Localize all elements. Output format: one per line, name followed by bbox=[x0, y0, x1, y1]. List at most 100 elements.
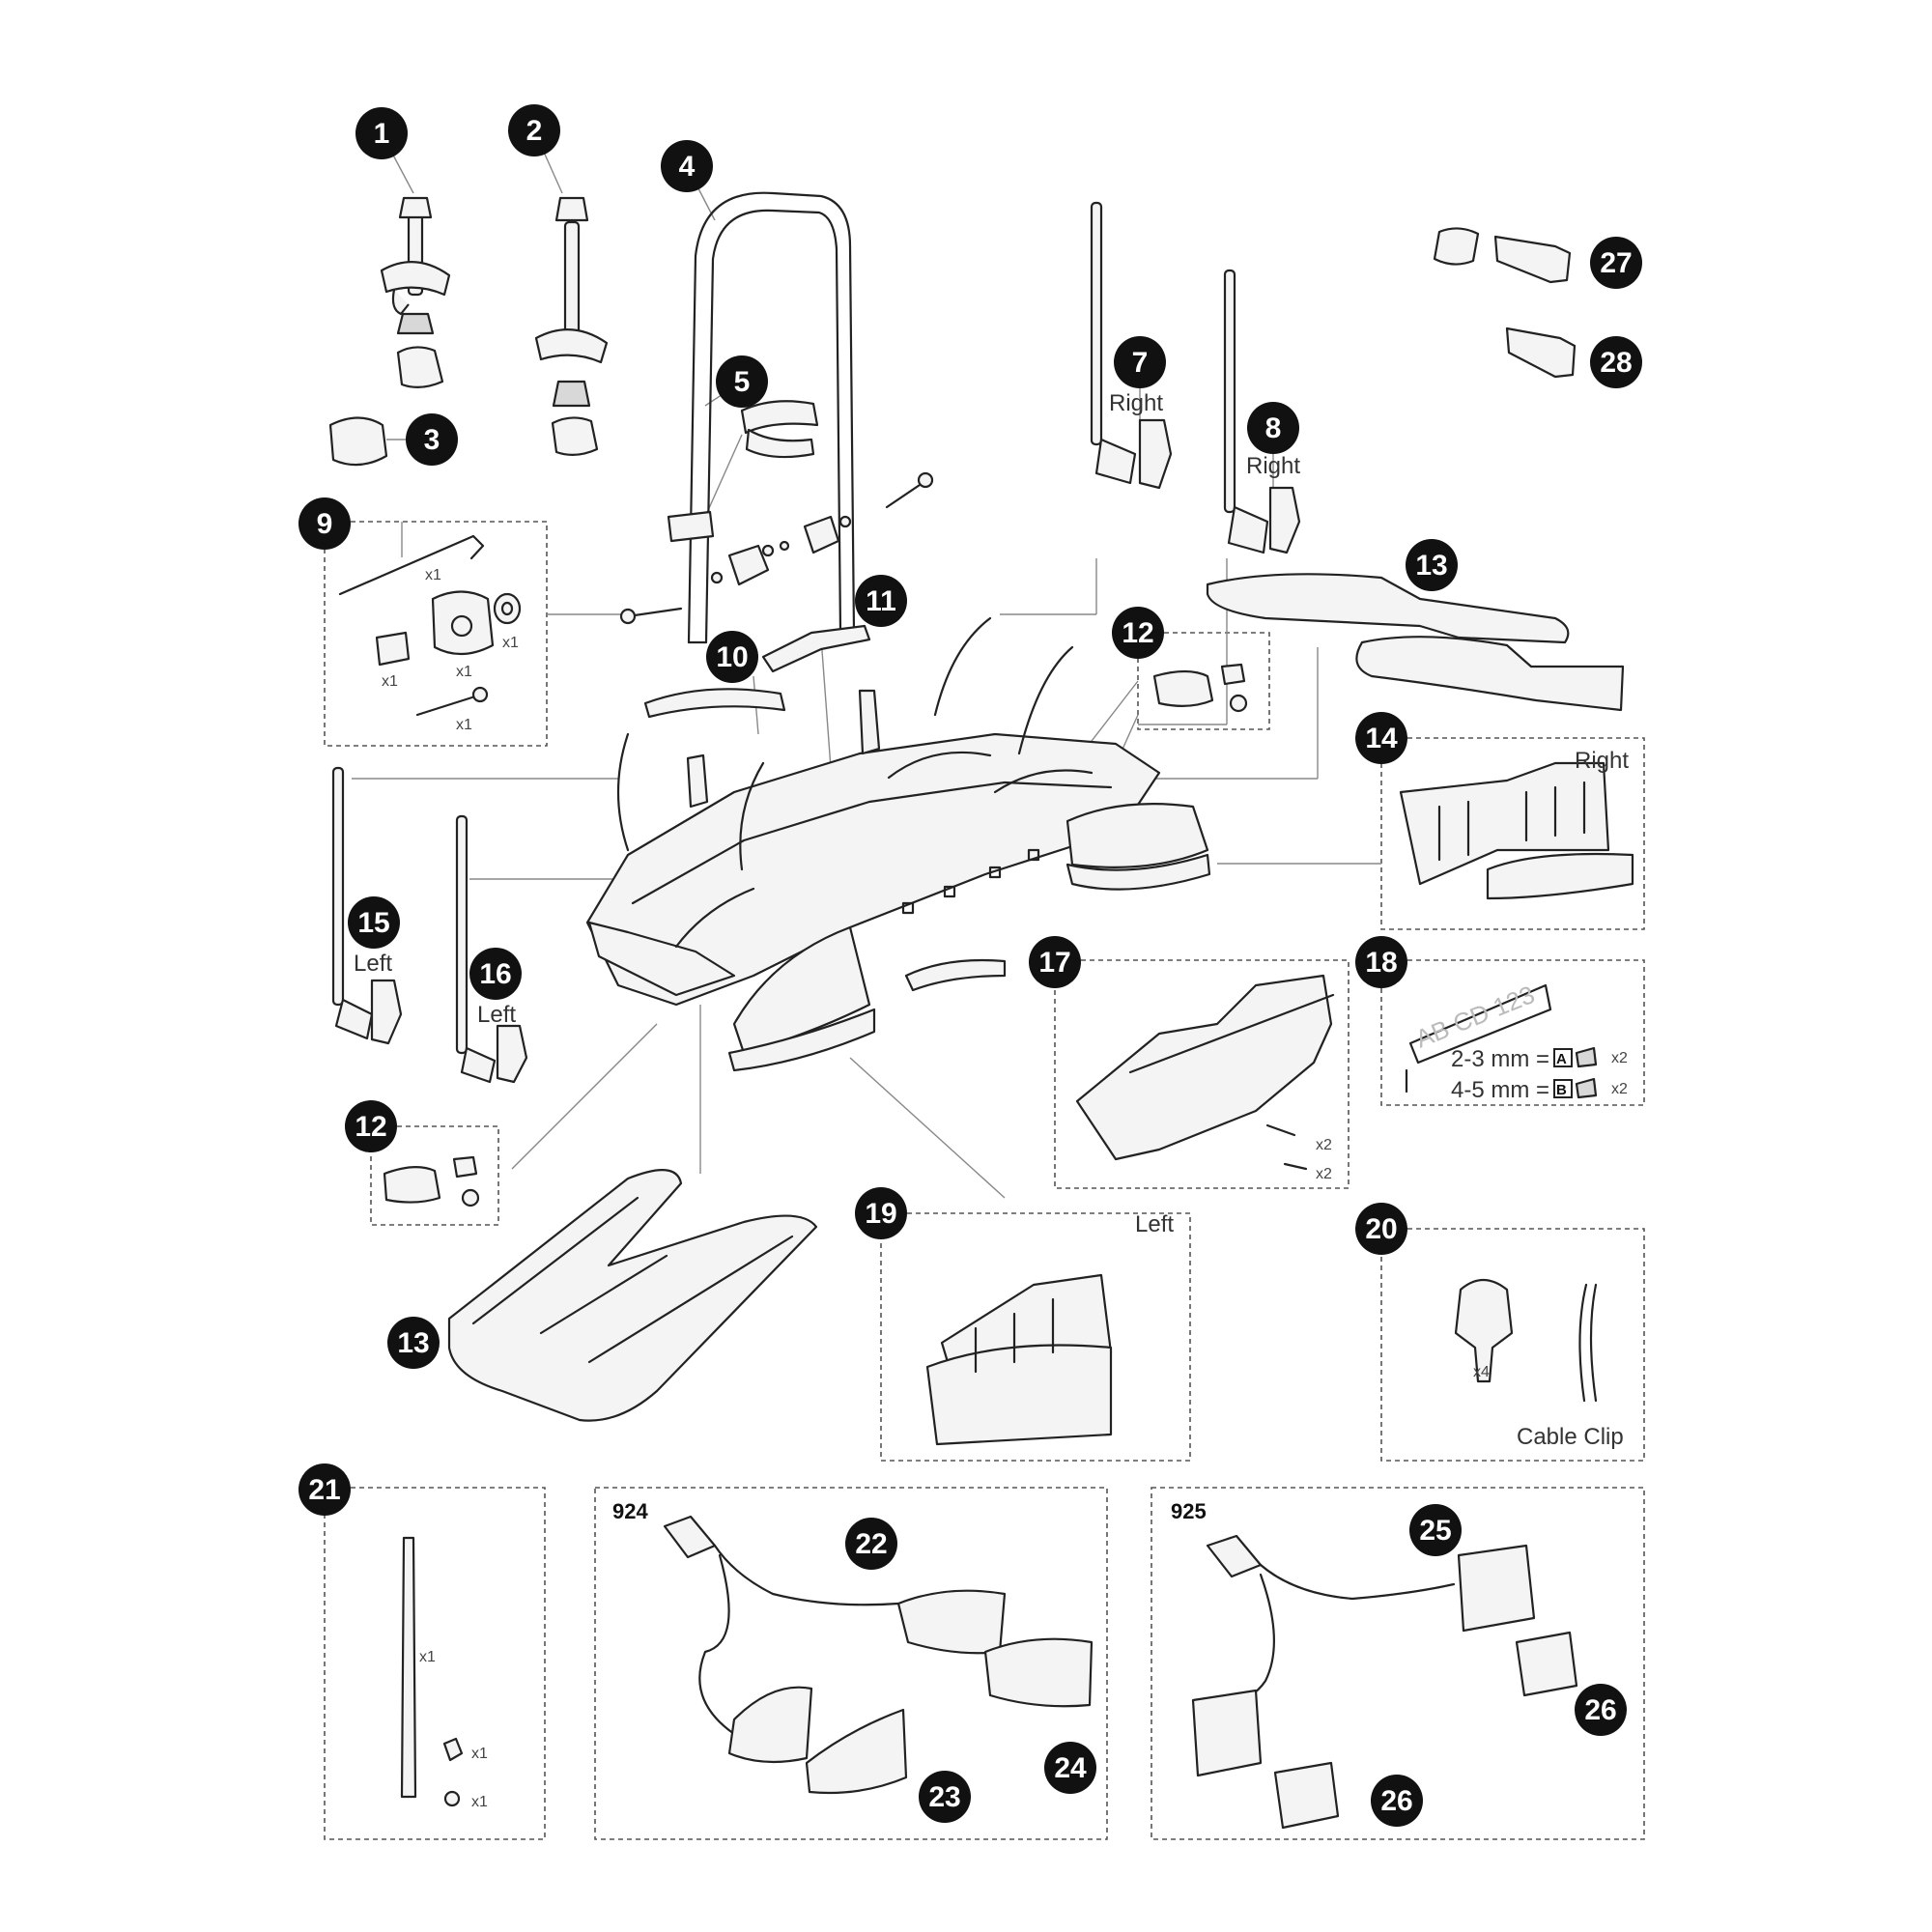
callout-8: 8 bbox=[1247, 402, 1299, 454]
svg-text:20: 20 bbox=[1365, 1213, 1397, 1245]
svg-text:21: 21 bbox=[308, 1474, 340, 1506]
light-housing-14 bbox=[1399, 761, 1634, 900]
svg-text:2: 2 bbox=[526, 115, 543, 147]
svg-text:3: 3 bbox=[424, 424, 440, 456]
svg-text:22: 22 bbox=[855, 1528, 887, 1560]
left-arm-15 bbox=[331, 766, 403, 1045]
box-14 bbox=[1380, 737, 1645, 930]
bracket-11 bbox=[761, 624, 871, 673]
qty-washer: x1 bbox=[502, 635, 519, 651]
svg-text:13: 13 bbox=[397, 1327, 429, 1359]
svg-text:19: 19 bbox=[865, 1198, 896, 1230]
label-right-14: Right bbox=[1575, 748, 1629, 774]
left-arm-16 bbox=[455, 814, 528, 1084]
badge-b: B bbox=[1556, 1082, 1567, 1098]
plate-row-a: 2-3 mm = bbox=[1451, 1046, 1549, 1072]
plate-detail-18 bbox=[1405, 983, 1598, 1099]
lock-cylinder-icon bbox=[1433, 227, 1480, 266]
callout-15: 15 bbox=[348, 896, 400, 949]
callout-7: 7 bbox=[1114, 336, 1166, 388]
label-left-16: Left bbox=[477, 1002, 516, 1028]
key-icon-28 bbox=[1505, 327, 1577, 379]
wiring-kit-925 bbox=[1191, 1534, 1578, 1830]
base-plate-13 bbox=[447, 1169, 818, 1422]
callout-13b: 13 bbox=[387, 1317, 440, 1369]
callouts: 1 2 3 4 5 7 8 9 10 11 12 12 13 13 14 15 … bbox=[298, 104, 1642, 1827]
right-arm-8 bbox=[1223, 269, 1301, 554]
label-right-8: Right bbox=[1246, 453, 1300, 479]
svg-text:5: 5 bbox=[734, 366, 751, 398]
callout-5: 5 bbox=[716, 355, 768, 408]
qty-strap: x1 bbox=[419, 1649, 436, 1665]
box-20 bbox=[1380, 1228, 1645, 1462]
knob-icon-3 bbox=[328, 416, 411, 467]
svg-text:27: 27 bbox=[1600, 247, 1632, 279]
callout-10: 10 bbox=[706, 631, 758, 683]
qty-clip: x4 bbox=[1473, 1364, 1490, 1380]
label-kit-924: 924 bbox=[612, 1499, 648, 1523]
callout-17: 17 bbox=[1029, 936, 1081, 988]
svg-text:23: 23 bbox=[928, 1781, 960, 1813]
callout-13a: 13 bbox=[1406, 539, 1458, 591]
qty-screw-long: x2 bbox=[1316, 1137, 1332, 1153]
callout-20: 20 bbox=[1355, 1203, 1407, 1255]
label-kit-925: 925 bbox=[1171, 1499, 1207, 1523]
box-12-top bbox=[1137, 632, 1270, 730]
qty-screw-small: x1 bbox=[471, 1794, 488, 1810]
svg-text:28: 28 bbox=[1600, 347, 1632, 379]
cable-clip-20 bbox=[1454, 1278, 1598, 1403]
qty-knob: x1 bbox=[456, 664, 472, 680]
callout-1: 1 bbox=[355, 107, 408, 159]
kit-9-contents bbox=[338, 534, 522, 717]
svg-text:16: 16 bbox=[479, 958, 511, 990]
frame-hardware bbox=[619, 471, 934, 625]
callout-9: 9 bbox=[298, 497, 351, 550]
light-housing-19 bbox=[925, 1273, 1113, 1446]
qty-spacer-a: x2 bbox=[1611, 1050, 1628, 1066]
wheel-holder-2 bbox=[534, 196, 609, 456]
box-21 bbox=[324, 1487, 546, 1840]
qty-nut: x1 bbox=[471, 1746, 488, 1762]
svg-text:17: 17 bbox=[1038, 947, 1070, 979]
callout-26b: 26 bbox=[1371, 1775, 1423, 1827]
box-925 bbox=[1151, 1487, 1645, 1840]
callout-11: 11 bbox=[855, 575, 907, 627]
right-arm-7 bbox=[1090, 201, 1173, 490]
callout-28: 28 bbox=[1590, 336, 1642, 388]
box-18 bbox=[1380, 959, 1645, 1106]
key-icon-27 bbox=[1493, 235, 1572, 284]
svg-text:12: 12 bbox=[355, 1111, 386, 1143]
svg-text:26: 26 bbox=[1584, 1694, 1616, 1726]
strap-21 bbox=[400, 1536, 464, 1807]
callout-12a: 12 bbox=[1112, 607, 1164, 659]
box-924 bbox=[594, 1487, 1108, 1840]
svg-text:10: 10 bbox=[716, 641, 748, 673]
callout-27: 27 bbox=[1590, 237, 1642, 289]
svg-text:12: 12 bbox=[1122, 617, 1153, 649]
callout-2: 2 bbox=[508, 104, 560, 156]
callout-16: 16 bbox=[469, 948, 522, 1000]
base-assembly bbox=[585, 616, 1211, 1072]
callout-3: 3 bbox=[406, 413, 458, 466]
qty-spacer-b: x2 bbox=[1611, 1081, 1628, 1097]
callout-24: 24 bbox=[1044, 1742, 1096, 1794]
svg-text:26: 26 bbox=[1380, 1785, 1412, 1817]
rail-13-top bbox=[1206, 573, 1625, 712]
wheel-holder-1 bbox=[380, 196, 451, 388]
svg-text:9: 9 bbox=[317, 508, 333, 540]
cover-10 bbox=[643, 688, 786, 719]
side-panel-17 bbox=[1075, 974, 1335, 1171]
svg-text:4: 4 bbox=[679, 151, 696, 183]
badge-a: A bbox=[1556, 1051, 1567, 1067]
svg-text:11: 11 bbox=[866, 585, 896, 617]
wiring-kit-924 bbox=[663, 1515, 1094, 1795]
qty-bolt: x1 bbox=[456, 717, 472, 733]
box-9 bbox=[324, 521, 548, 747]
label-cable-clip: Cable Clip bbox=[1517, 1424, 1624, 1450]
qty-spacer: x1 bbox=[382, 673, 398, 690]
clip-12-bottom bbox=[383, 1155, 480, 1208]
box-12-bottom bbox=[370, 1125, 499, 1226]
callout-21: 21 bbox=[298, 1463, 351, 1516]
callout-14: 14 bbox=[1355, 712, 1407, 764]
